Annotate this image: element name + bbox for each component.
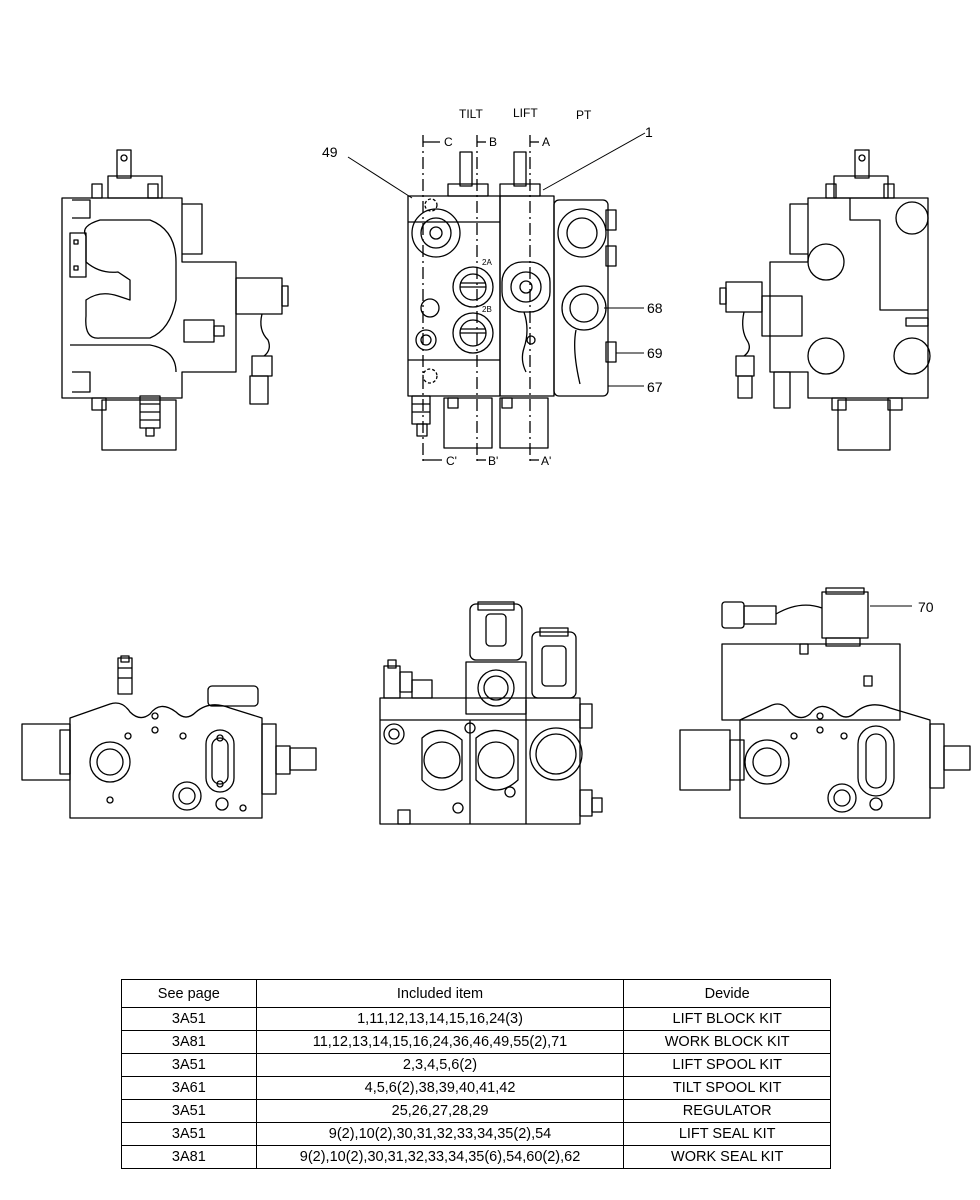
label-lift: LIFT xyxy=(513,106,538,120)
callout-69: 69 xyxy=(647,345,663,361)
cell-items: 11,12,13,14,15,16,24,36,46,49,55(2),71 xyxy=(255,1030,625,1054)
cell-page: 3A51 xyxy=(121,1053,257,1077)
callout-70: 70 xyxy=(918,599,934,615)
callout-49: 49 xyxy=(322,144,338,160)
table-row: 3A61 4,5,6(2),38,39,40,41,42 TILT SPOOL … xyxy=(121,1076,831,1100)
label-section-c-prime: C' xyxy=(446,454,457,468)
cell-items: 25,26,27,28,29 xyxy=(255,1099,625,1123)
label-section-c: C xyxy=(444,135,453,149)
callout-68: 68 xyxy=(647,300,663,316)
cell-kit: REGULATOR xyxy=(623,1099,831,1123)
side-view-right xyxy=(719,149,931,451)
cell-items: 9(2),10(2),30,31,32,33,34,35(2),54 xyxy=(255,1122,625,1146)
callout-67: 67 xyxy=(647,379,663,395)
table-row: 3A51 1,11,12,13,14,15,16,24(3) LIFT BLOC… xyxy=(121,1007,831,1031)
label-section-a: A xyxy=(542,135,551,149)
cell-kit: WORK SEAL KIT xyxy=(623,1145,831,1169)
label-section-b-prime: B' xyxy=(488,454,499,468)
label-port-2b: 2B xyxy=(482,305,492,314)
cell-kit: WORK BLOCK KIT xyxy=(623,1030,831,1054)
cell-items: 4,5,6(2),38,39,40,41,42 xyxy=(255,1076,625,1100)
table-row: 3A51 9(2),10(2),30,31,32,33,34,35(2),54 … xyxy=(121,1122,831,1146)
cell-page: 3A61 xyxy=(121,1076,257,1100)
cell-page: 3A51 xyxy=(121,1007,257,1031)
table-header-row: See page Included item Devide xyxy=(121,979,831,1008)
cell-kit: LIFT BLOCK KIT xyxy=(623,1007,831,1031)
cell-page: 3A51 xyxy=(121,1099,257,1123)
cell-items: 1,11,12,13,14,15,16,24(3) xyxy=(255,1007,625,1031)
cell-page: 3A51 xyxy=(121,1122,257,1146)
callout-1: 1 xyxy=(645,124,653,140)
header-see-page: See page xyxy=(121,979,257,1008)
table-row: 3A51 2,3,4,5,6(2) LIFT SPOOL KIT xyxy=(121,1053,831,1077)
cell-page: 3A81 xyxy=(121,1145,257,1169)
cell-items: 9(2),10(2),30,31,32,33,34,35(6),54,60(2)… xyxy=(255,1145,625,1169)
bottom-view-left xyxy=(21,655,317,819)
label-port-2a: 2A xyxy=(482,258,492,267)
side-view-left xyxy=(61,149,289,451)
label-pt: PT xyxy=(576,108,592,122)
cell-page: 3A81 xyxy=(121,1030,257,1054)
kit-table: See page Included item Devide 3A51 1,11,… xyxy=(121,979,831,1169)
label-section-b: B xyxy=(489,135,498,149)
bottom-view-center xyxy=(379,601,603,825)
label-tilt: TILT xyxy=(459,107,483,121)
header-included-item: Included item xyxy=(255,979,625,1008)
front-view-center xyxy=(347,132,646,465)
table-row: 3A81 11,12,13,14,15,16,24,36,46,49,55(2)… xyxy=(121,1030,831,1054)
bottom-view-right xyxy=(679,587,971,819)
cell-kit: LIFT SPOOL KIT xyxy=(623,1053,831,1077)
header-devide: Devide xyxy=(623,979,831,1008)
cell-kit: LIFT SEAL KIT xyxy=(623,1122,831,1146)
cell-kit: TILT SPOOL KIT xyxy=(623,1076,831,1100)
table-row: 3A51 25,26,27,28,29 REGULATOR xyxy=(121,1099,831,1123)
label-section-a-prime: A' xyxy=(541,454,552,468)
table-row: 3A81 9(2),10(2),30,31,32,33,34,35(6),54,… xyxy=(121,1145,831,1169)
cell-items: 2,3,4,5,6(2) xyxy=(255,1053,625,1077)
